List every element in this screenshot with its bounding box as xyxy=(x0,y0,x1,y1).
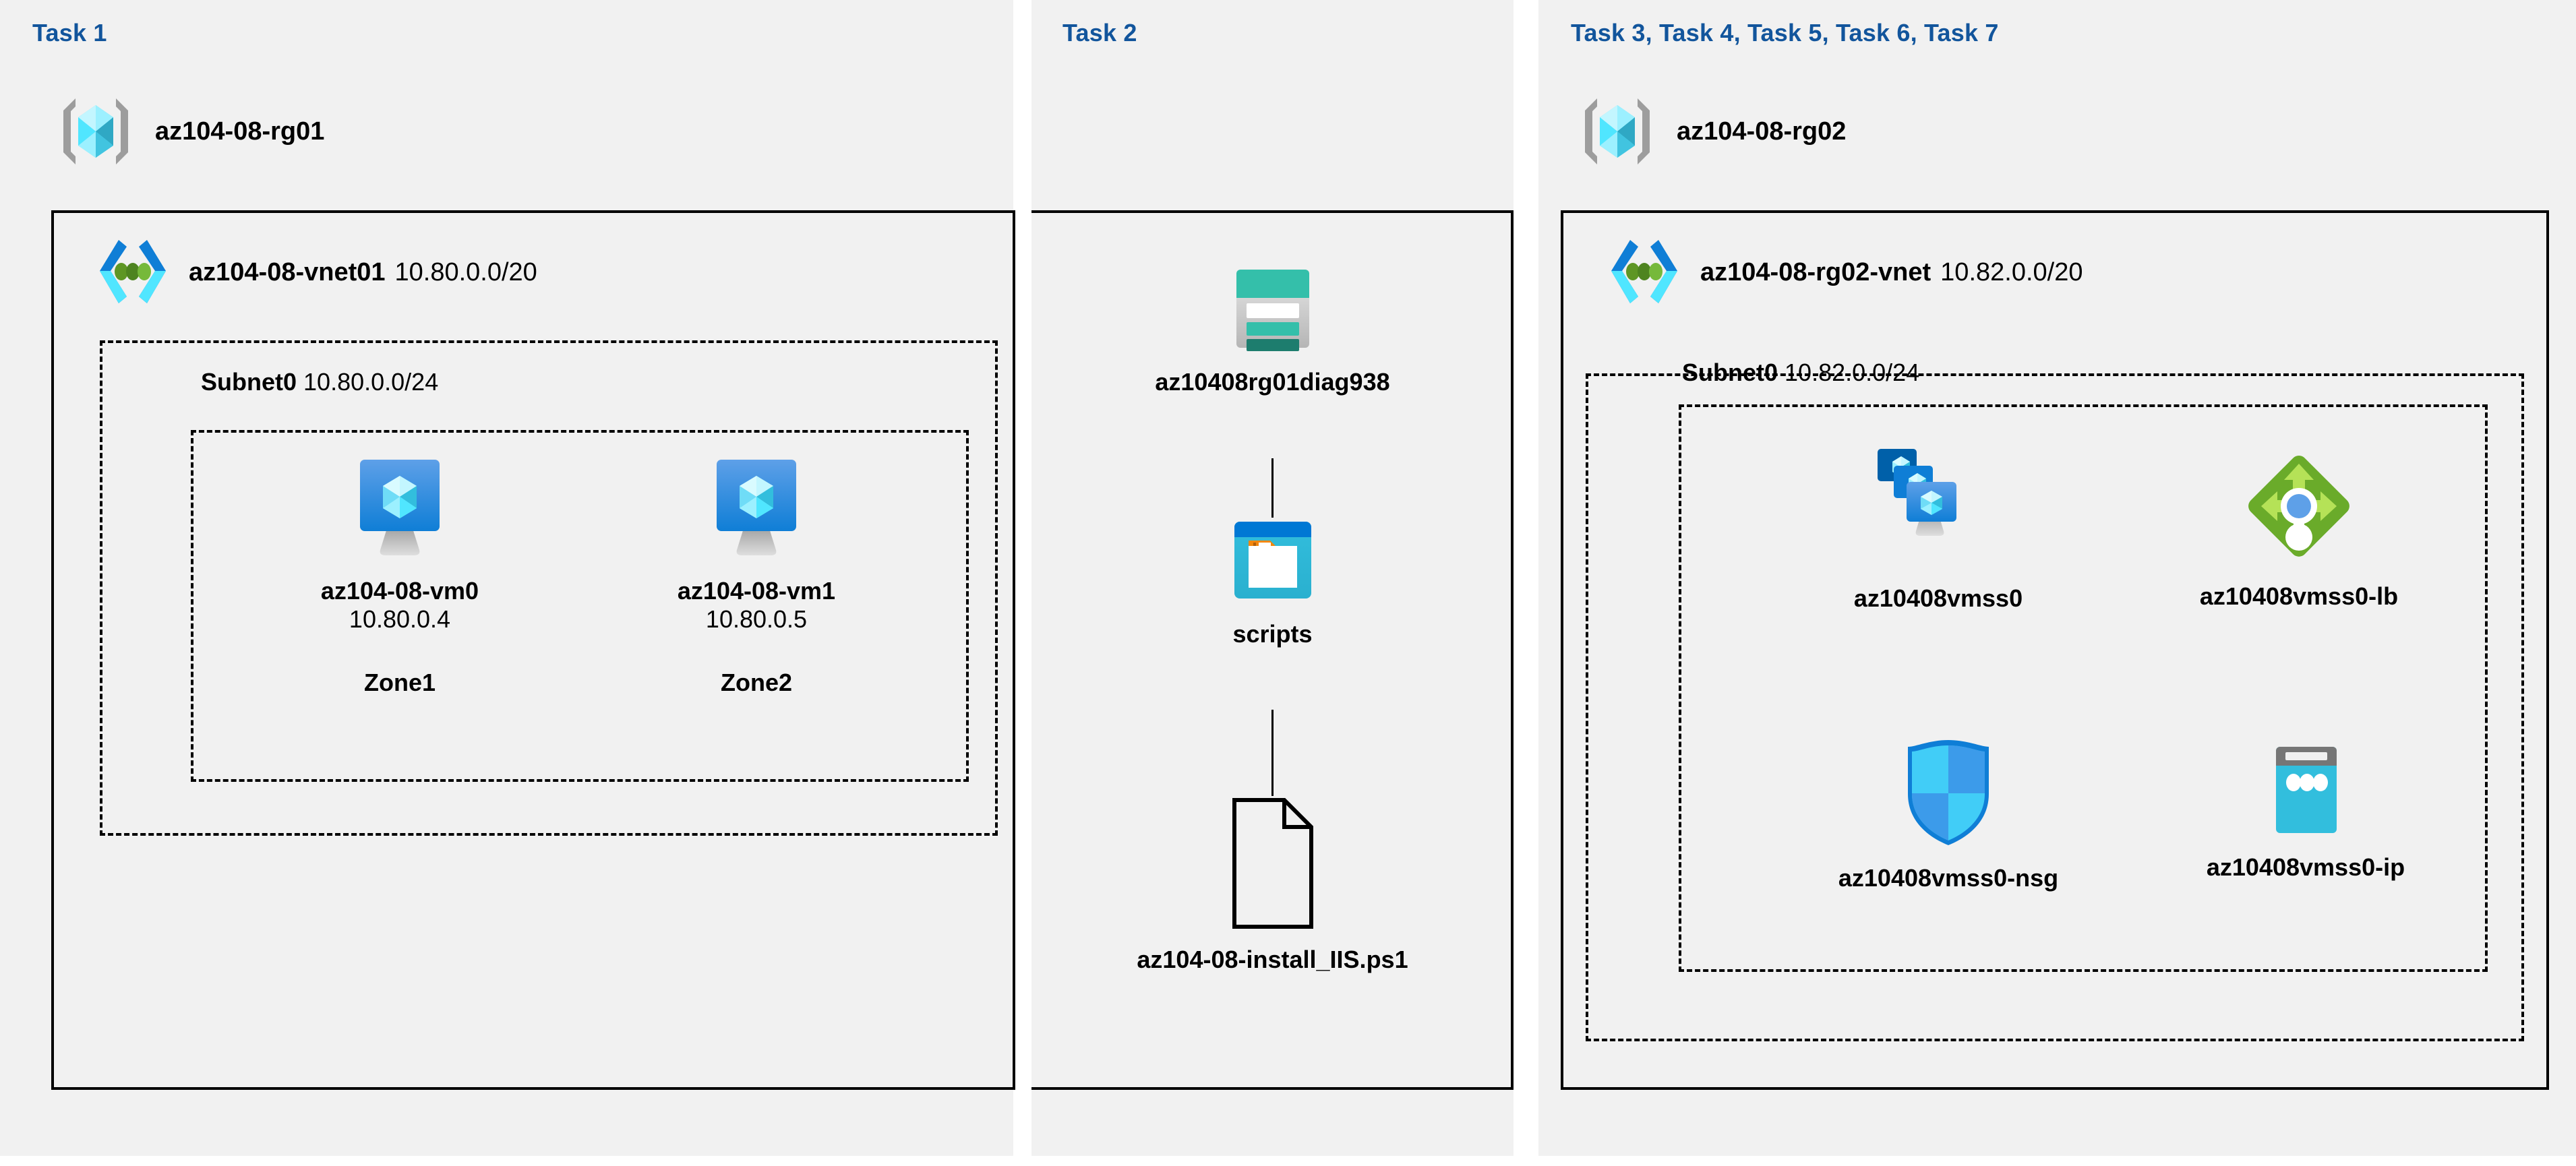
task1-vnet-box xyxy=(51,210,1015,1090)
resource-group-icon xyxy=(1573,94,1662,168)
task3-7-vnet-name: az104-08-rg02-vnet xyxy=(1700,257,1931,286)
task3-7-resources-box xyxy=(1679,404,2488,972)
virtual-machine-icon xyxy=(349,456,450,563)
storage-to-container-connector xyxy=(1271,458,1274,518)
file-icon xyxy=(1230,796,1315,931)
task3-7-subnet-box xyxy=(1586,373,2524,1041)
task1-vm1-node[interactable]: az104-08-vm1 10.80.0.5 Zone2 xyxy=(618,456,895,697)
task2-file-name: az104-08-install_IIS.ps1 xyxy=(1137,946,1408,973)
blob-container-icon xyxy=(1229,518,1317,605)
virtual-network-icon xyxy=(92,236,174,309)
task2-content-box-right-edge xyxy=(1511,210,1514,1090)
task3-7-load-balancer-name: az10408vmss0-lb xyxy=(2199,582,2399,610)
task1-vm0-ip: 10.80.0.4 xyxy=(349,605,451,633)
task3-7-vnet-cidr: 10.82.0.0/20 xyxy=(1940,257,2083,286)
container-to-file-connector xyxy=(1271,710,1274,796)
task1-vm1-ip: 10.80.0.5 xyxy=(705,605,808,633)
task1-vnet-name: az104-08-vnet01 xyxy=(189,257,386,286)
task1-vm0-node[interactable]: az104-08-vm0 10.80.0.4 Zone1 xyxy=(262,456,538,697)
task1-vm0-zone: Zone1 xyxy=(363,668,436,696)
task2-storage-account-node[interactable]: az10408rg01diag938 xyxy=(1109,264,1436,396)
task3-7-nsg-node[interactable]: az10408vmss0-nsg xyxy=(1773,736,2124,892)
task2-content-box xyxy=(1031,210,1514,1090)
resource-group-icon xyxy=(51,94,140,168)
task2-blob-container-name: scripts xyxy=(1232,620,1313,648)
task3-7-load-balancer-node[interactable]: az10408vmss0-lb xyxy=(2124,445,2474,611)
task3-7-nsg-name: az10408vmss0-nsg xyxy=(1838,864,2059,892)
task1-vnet-cidr: 10.80.0.0/20 xyxy=(394,257,537,286)
virtual-machine-icon xyxy=(706,456,807,563)
task3-7-heading: Task 3, Task 4, Task 5, Task 6, Task 7 xyxy=(1571,19,1999,47)
task1-panel xyxy=(0,0,1013,1156)
task1-subnet-name: Subnet0 xyxy=(201,368,297,396)
task1-resource-group-name: az104-08-rg01 xyxy=(155,117,325,146)
task2-heading: Task 2 xyxy=(1062,19,1137,47)
task1-subnet-cidr: 10.80.0.0/24 xyxy=(303,368,439,396)
task3-7-panel xyxy=(1538,0,2576,1156)
task3-7-subnet-name: Subnet0 xyxy=(1682,359,1778,386)
task1-subnet-label: Subnet0 10.80.0.0/24 xyxy=(201,368,438,396)
task1-availability-zone-box xyxy=(191,430,969,782)
task3-7-subnet-label: Subnet0 10.82.0.0/24 xyxy=(1682,359,1919,387)
task1-heading: Task 1 xyxy=(32,19,107,47)
task1-vm1-name: az104-08-vm1 xyxy=(677,577,836,605)
task1-vm1-zone: Zone2 xyxy=(720,668,792,696)
task3-7-resource-group-header: az104-08-rg02 xyxy=(1573,94,1846,168)
task2-storage-account-name: az10408rg01diag938 xyxy=(1155,368,1390,396)
task3-7-public-ip-name: az10408vmss0-ip xyxy=(2206,853,2405,881)
task1-vm0-name: az104-08-vm0 xyxy=(320,577,479,605)
network-security-group-icon xyxy=(1903,736,1994,849)
task3-7-vmss-node[interactable]: az10408vmss0 xyxy=(1763,445,2114,613)
task3-7-public-ip-node[interactable]: az10408vmss0-ip xyxy=(2130,744,2481,882)
task2-file-node[interactable]: az104-08-install_IIS.ps1 xyxy=(1085,796,1460,974)
task3-7-vnet-header: az104-08-rg02-vnet 10.82.0.0/20 xyxy=(1603,236,2083,309)
task3-7-subnet-cidr: 10.82.0.0/24 xyxy=(1785,359,1920,386)
task1-vnet-header: az104-08-vnet01 10.80.0.0/20 xyxy=(92,236,537,309)
task3-7-vmss-name: az10408vmss0 xyxy=(1853,584,2023,612)
task1-resource-group-header: az104-08-rg01 xyxy=(51,94,324,168)
task2-blob-container-node[interactable]: scripts xyxy=(1146,518,1399,648)
load-balancer-icon xyxy=(2238,445,2360,567)
task1-subnet-box xyxy=(100,340,998,836)
task3-7-resource-group-name: az104-08-rg02 xyxy=(1677,117,1847,146)
storage-account-icon xyxy=(1222,264,1323,353)
virtual-network-icon xyxy=(1603,236,1685,309)
vm-scale-set-icon xyxy=(1871,445,2006,570)
task3-7-vnet-box xyxy=(1561,210,2549,1090)
public-ip-address-icon xyxy=(2256,744,2356,838)
